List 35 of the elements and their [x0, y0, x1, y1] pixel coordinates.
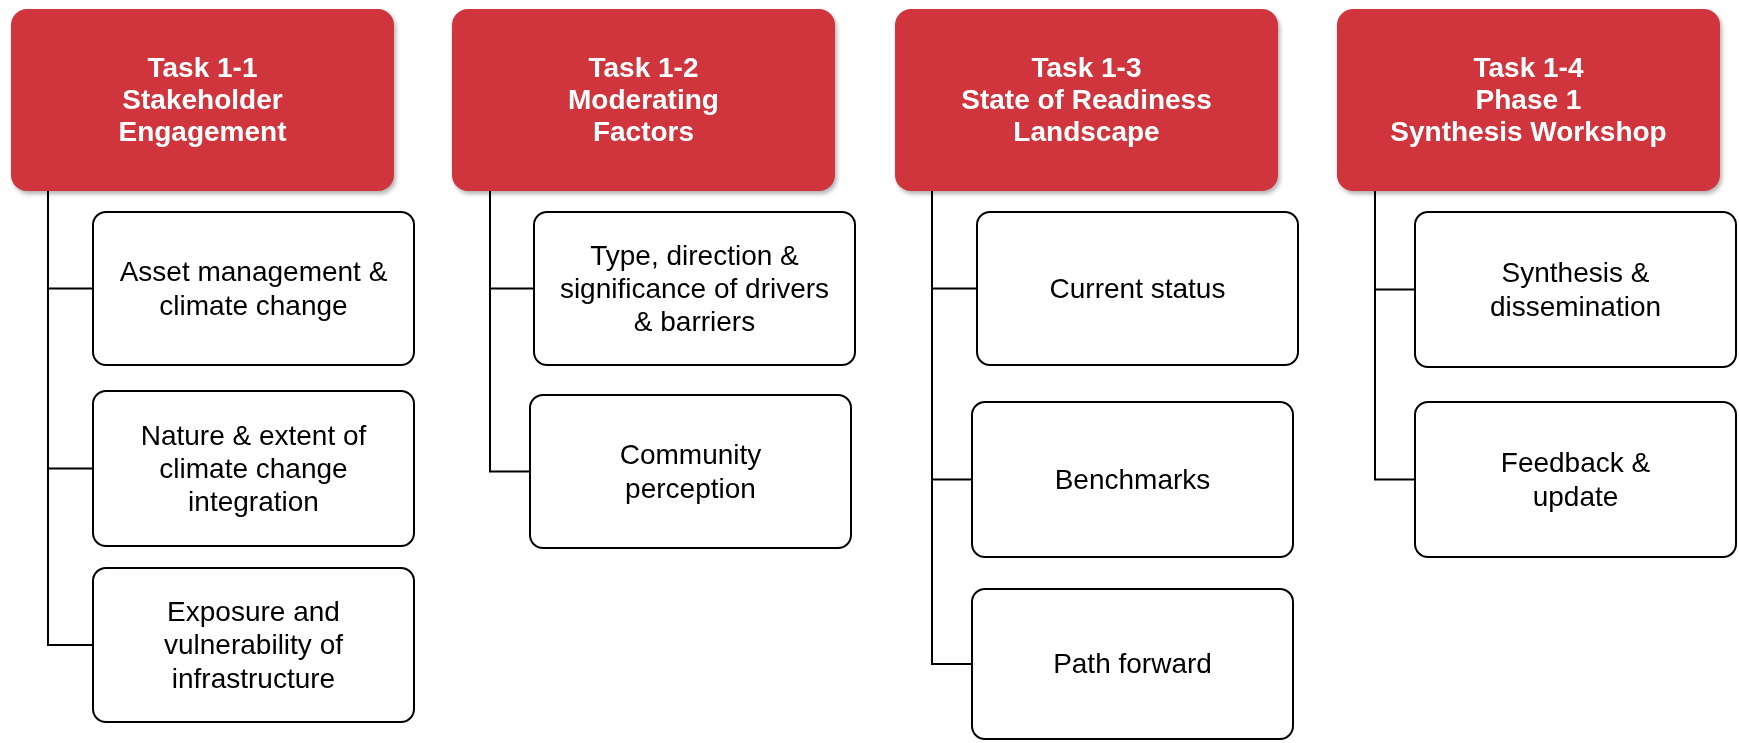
- subtask-box: [971, 401, 1294, 558]
- subtask-box: [976, 211, 1299, 366]
- subtask-box: [971, 588, 1294, 740]
- task-number: Task 1-1: [147, 51, 258, 84]
- task-title: Moderating Factors: [567, 83, 720, 149]
- subtask-label: Feedback & update: [1499, 446, 1652, 513]
- connector-line: [1374, 190, 1415, 481]
- task-title: Synthesis Workshop: [1390, 116, 1667, 149]
- task-header-box: [1337, 9, 1720, 191]
- subtask-label: Asset management & climate change: [118, 255, 389, 322]
- task-header-box: [895, 9, 1278, 191]
- subtask-label: Path forward: [1053, 647, 1212, 681]
- subtask-box: [533, 211, 856, 366]
- subtask-box: [92, 390, 415, 547]
- subtask-box: [529, 394, 852, 549]
- task-title: State of Readiness Landscape: [960, 83, 1213, 149]
- task-title: Phase 1: [1475, 83, 1582, 117]
- subtask-label: Type, direction & significance of drivers & barriers: [558, 238, 831, 339]
- task-number: Task 1-4: [1473, 51, 1584, 84]
- task-number: Task 1-2: [588, 51, 699, 84]
- task-title: Stakeholder Engagement: [117, 83, 288, 149]
- connector-line: [489, 190, 530, 473]
- subtask-box: [92, 211, 415, 366]
- subtask-label: Synthesis & dissemination: [1488, 256, 1663, 323]
- subtask-box: [1414, 211, 1737, 368]
- subtask-label: Current status: [1049, 272, 1226, 305]
- subtask-label: Nature & extent of climate change integration: [139, 418, 368, 519]
- subtask-box: [1414, 401, 1737, 558]
- subtask-label: Community perception: [618, 438, 763, 505]
- task-header-box: [452, 9, 835, 191]
- subtask-box: [92, 567, 415, 723]
- task-number: Task 1-3: [1031, 51, 1142, 84]
- subtask-label: Benchmarks: [1054, 463, 1211, 496]
- subtask-label: Exposure and vulnerability of infrastructure: [163, 595, 344, 695]
- task-header-box: [11, 9, 394, 191]
